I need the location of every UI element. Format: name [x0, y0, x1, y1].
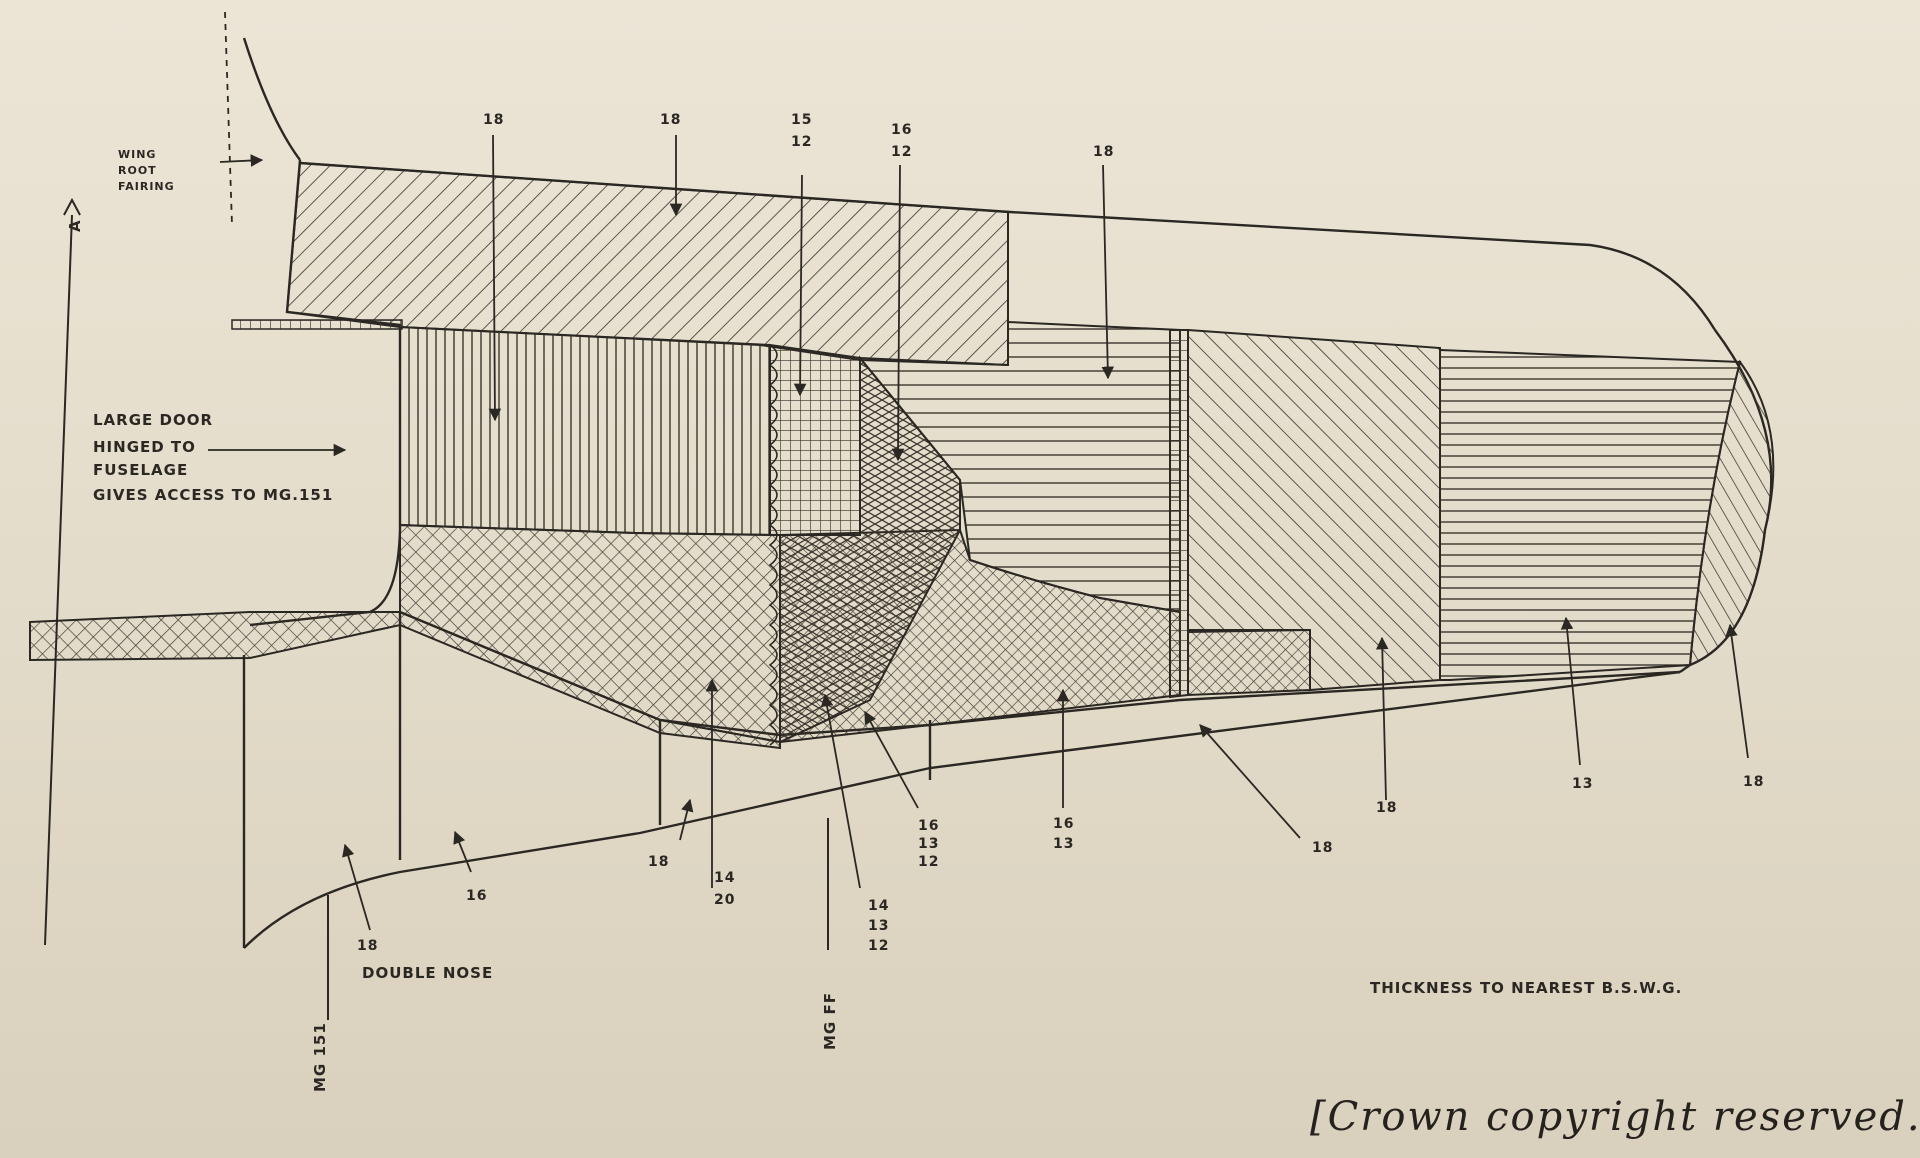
wing-root-fairing-curve: [242, 37, 301, 161]
gauge-12-d: 12: [918, 854, 939, 870]
gauge-12-b: 12: [891, 144, 912, 160]
gauge-top-mid: 18: [660, 112, 681, 128]
wing-root-label: WING ROOT FAIRING: [118, 148, 175, 193]
gauge-12-c: 12: [868, 938, 889, 954]
gauge-bottom-18-a: 18: [648, 854, 669, 870]
door-label: LARGE DOOR HINGED TO FUSELAGE GIVES ACCE…: [93, 411, 333, 504]
gauge-15: 15: [791, 112, 812, 128]
wing-root-dashed-line: [224, 11, 233, 226]
panel-vertical-ribs: [399, 325, 771, 537]
gauge-top-right: 18: [1093, 144, 1114, 160]
wing-root-label-line-2: ROOT: [118, 164, 157, 177]
scalloped-rib-edge: [768, 344, 778, 746]
upper-skin-outline: [299, 161, 1717, 331]
panel-lower-left-cross: [29, 611, 781, 750]
gauge-bottom-13: 13: [1572, 776, 1593, 792]
gauge-16-c: 16: [1053, 816, 1074, 832]
wing-root-label-line-3: FAIRING: [118, 180, 175, 193]
copyright-notice: [Crown copyright reserved.]: [1310, 1094, 1920, 1140]
panel-small-cross: [1187, 628, 1311, 697]
double-nose-label: DOUBLE NOSE: [362, 964, 493, 982]
mg151-label: MG 151: [311, 1022, 329, 1092]
gauge-bottom-18-b: 18: [1312, 840, 1333, 856]
gauge-14-a: 14: [714, 870, 735, 886]
wing-root-label-line-1: WING: [118, 148, 156, 161]
lower-skin-outline: [243, 670, 1681, 949]
gauge-13-a: 13: [868, 918, 889, 934]
datum-line: [44, 214, 73, 946]
panel-cross-left: [399, 523, 781, 744]
gauge-13-b: 13: [918, 836, 939, 852]
gauge-nose-16: 16: [466, 888, 487, 904]
door-label-line-4: GIVES ACCESS TO MG.151: [93, 486, 333, 504]
gauge-20: 20: [714, 892, 735, 908]
panel-diamond: [779, 355, 961, 744]
gauge-12-a: 12: [791, 134, 812, 150]
gauge-16-a: 16: [891, 122, 912, 138]
gauge-bottom-18-tip: 18: [1743, 774, 1764, 790]
gauge-top-left: 18: [483, 112, 504, 128]
mgff-label: MG FF: [821, 992, 839, 1050]
door-label-line-2: HINGED TO: [93, 438, 196, 456]
gauge-labels: 18 18 15 12 16 12 18 18 16 18 14 20 14 1…: [357, 112, 1764, 954]
panel-rib-lattice: [1169, 329, 1189, 699]
gauge-bottom-18-c: 18: [1376, 800, 1397, 816]
door-label-line-1: LARGE DOOR: [93, 411, 213, 429]
panel-grid-strip: [769, 343, 861, 536]
hinge-pin: [231, 319, 403, 330]
door-label-line-3: FUSELAGE: [93, 461, 188, 479]
datum-label: A: [66, 219, 84, 232]
gauge-16-b: 16: [918, 818, 939, 834]
thickness-note: THICKNESS TO NEAREST B.S.W.G.: [1370, 979, 1682, 997]
gauge-14-b: 14: [868, 898, 889, 914]
gauge-13-c: 13: [1053, 836, 1074, 852]
gauge-nose-18: 18: [357, 938, 378, 954]
